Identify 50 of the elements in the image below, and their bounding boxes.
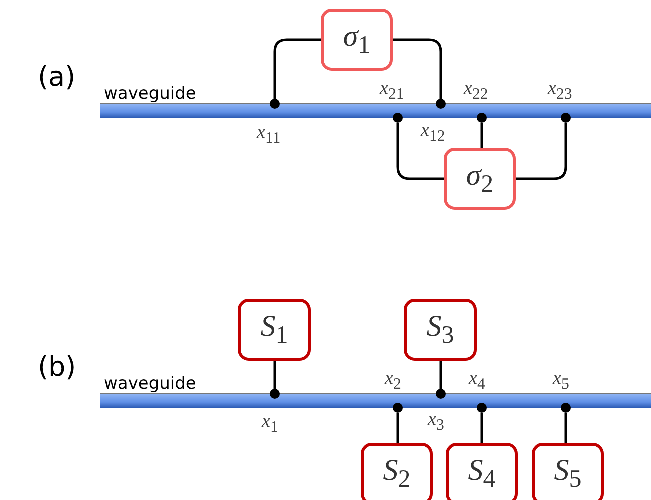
emitter-box xyxy=(444,148,516,210)
symbol-text: S$_{2}$ xyxy=(383,454,411,494)
position-label: x$_{12}$ xyxy=(421,120,446,146)
coupling-point-dot xyxy=(393,113,403,123)
coupling-point-dot xyxy=(436,389,446,399)
coupling-line xyxy=(396,123,444,180)
emitter-box xyxy=(404,299,477,361)
emitter-box xyxy=(238,299,311,361)
coupling-line xyxy=(480,123,484,148)
symbol-text: S$_{1}$ xyxy=(260,310,288,350)
waveguide-label: waveguide xyxy=(104,84,196,104)
emitter-box xyxy=(532,443,604,500)
position-label: x$_{4}$ xyxy=(469,368,486,394)
coupling-point-dot xyxy=(477,403,487,413)
symbol-text: S$_{4}$ xyxy=(468,454,496,494)
emitter-box xyxy=(446,443,518,500)
symbol-text: σ$_{2}$ xyxy=(466,159,494,199)
coupling-point-dot xyxy=(561,113,571,123)
symbol-text: S$_{3}$ xyxy=(426,310,454,350)
waveguide-bar xyxy=(100,393,651,408)
position-label: x$_{11}$ xyxy=(257,122,281,148)
position-label: x$_{22}$ xyxy=(464,78,488,104)
position-label: x$_{2}$ xyxy=(385,368,402,394)
coupling-line xyxy=(396,413,400,443)
coupling-point-dot xyxy=(393,403,403,413)
waveguide-label: waveguide xyxy=(104,374,196,394)
position-label: x$_{21}$ xyxy=(380,78,404,104)
symbol-text: S$_{5}$ xyxy=(554,454,582,494)
coupling-line xyxy=(274,361,276,389)
emitter-box xyxy=(361,443,433,500)
position-label: x$_{23}$ xyxy=(548,78,572,104)
coupling-line xyxy=(274,38,321,99)
coupling-point-dot xyxy=(561,403,571,413)
panel-label: (b) xyxy=(38,352,76,383)
coupling-point-dot xyxy=(270,389,280,399)
position-label: x$_{5}$ xyxy=(553,368,570,394)
coupling-line xyxy=(393,38,442,99)
coupling-point-dot xyxy=(477,113,487,123)
coupling-line xyxy=(516,123,568,180)
position-label: x$_{3}$ xyxy=(428,409,444,435)
coupling-line xyxy=(564,413,568,443)
panel-label: (a) xyxy=(38,62,76,93)
coupling-point-dot xyxy=(270,99,280,109)
coupling-line xyxy=(440,361,442,389)
waveguide-bar xyxy=(100,103,651,118)
symbol-text: σ$_{1}$ xyxy=(343,20,371,60)
coupling-point-dot xyxy=(436,99,446,109)
emitter-box xyxy=(321,9,393,71)
position-label: x$_{1}$ xyxy=(262,411,278,437)
coupling-line xyxy=(480,413,484,443)
